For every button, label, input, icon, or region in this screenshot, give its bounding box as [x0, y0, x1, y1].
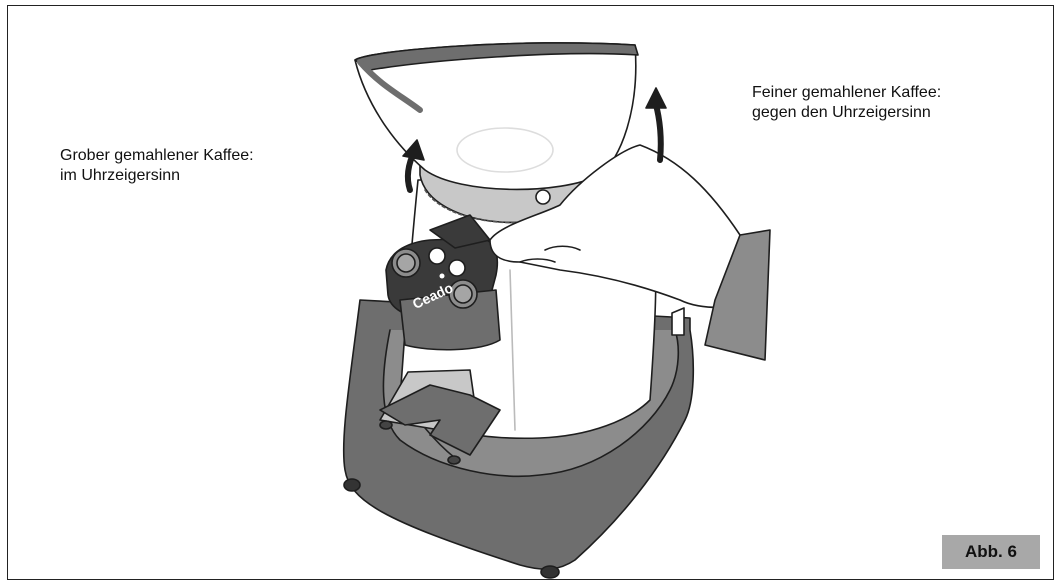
coarse-grind-label-line2: im Uhrzeigersinn [60, 166, 254, 186]
bean-hopper [355, 43, 638, 190]
coarse-grind-label: Grober gemahlener Kaffee: im Uhrzeigersi… [60, 146, 254, 186]
fine-grind-label: Feiner gemahlener Kaffee: gegen den Uhrz… [752, 83, 941, 123]
figure-number-badge: Abb. 6 [942, 535, 1040, 569]
fine-grind-label-line2: gegen den Uhrzeigersinn [752, 103, 941, 123]
fine-grind-label-line1: Feiner gemahlener Kaffee: [752, 83, 941, 103]
side-lever [672, 308, 684, 335]
coarse-grind-label-line1: Grober gemahlener Kaffee: [60, 146, 254, 166]
